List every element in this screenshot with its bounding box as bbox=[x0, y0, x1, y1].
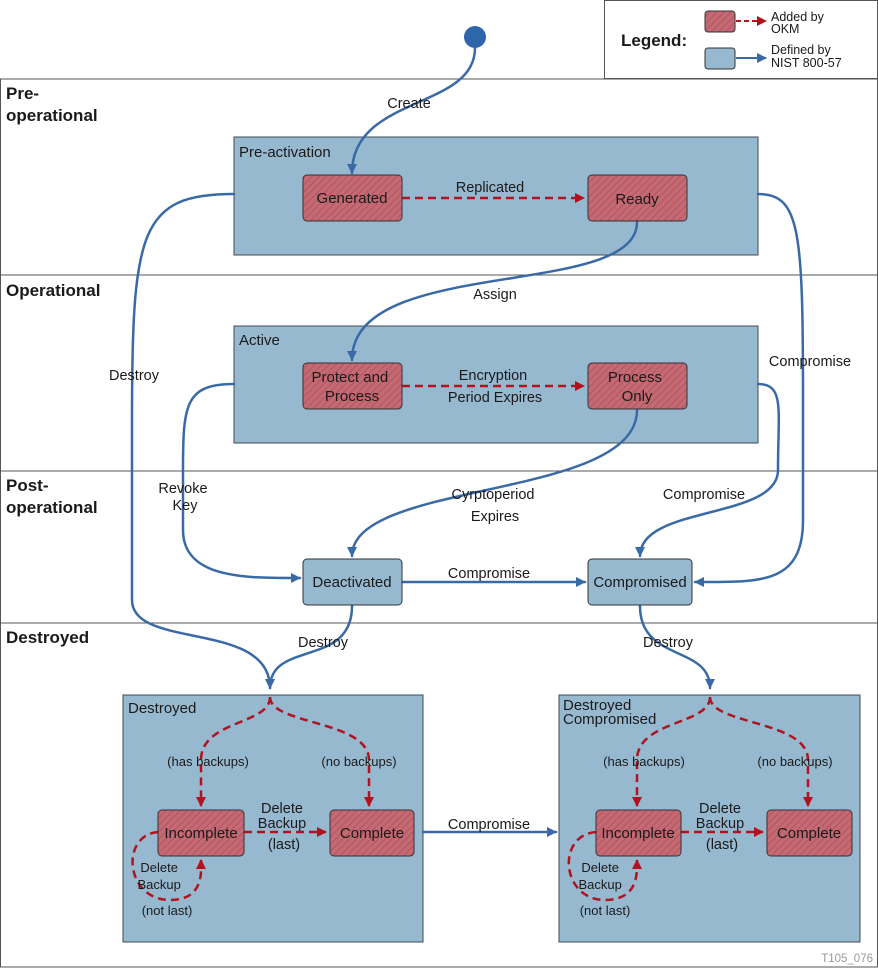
label-has-backups-2: (has backups) bbox=[603, 754, 685, 769]
complete-1-box bbox=[329, 809, 415, 857]
edge-destroy-preactivation bbox=[130, 192, 275, 690]
label-delete-backup-last-1: Delete Backup (last) bbox=[258, 801, 310, 853]
edge-no-backups-2 bbox=[708, 696, 813, 807]
state-generated: Generated bbox=[302, 174, 403, 222]
protect-process-label: Protect and Process bbox=[312, 369, 393, 405]
edge-has-backups-2 bbox=[632, 696, 712, 807]
label-destroy-compromised: Destroy bbox=[643, 635, 694, 651]
label-replicated: Replicated bbox=[456, 180, 525, 196]
destroyed-compromised-label: Destroyed Compromised bbox=[563, 697, 656, 728]
incomplete-1-label: Incomplete bbox=[164, 825, 237, 842]
complete-2-label: Complete bbox=[777, 825, 841, 842]
lane-label-destroyed: Destroyed bbox=[6, 628, 89, 647]
edge-destroy-compromised bbox=[638, 604, 715, 690]
label-no-backups-1: (no backups) bbox=[321, 754, 396, 769]
label-delete-backup-last-2: Delete Backup (last) bbox=[696, 801, 748, 853]
edge-compromise-preactivation bbox=[693, 192, 805, 588]
state-complete-1: Complete bbox=[329, 809, 415, 857]
protect-process-box bbox=[302, 362, 403, 410]
label-compromise-right: Compromise bbox=[769, 354, 851, 370]
label-encryption-period-expires: Encryption Period Expires bbox=[448, 368, 542, 406]
label-revoke-key: Revoke Key bbox=[158, 481, 211, 514]
state-process-only: Process Only bbox=[587, 362, 688, 410]
label-compromise-active: Compromise bbox=[663, 487, 745, 503]
generated-label: Generated bbox=[317, 190, 388, 207]
legend-okm-text: Added by OKM bbox=[771, 10, 827, 36]
deactivated-box bbox=[302, 558, 403, 606]
lane-label-operational: Operational bbox=[6, 281, 100, 300]
edge-revoke-key bbox=[181, 382, 302, 584]
ready-box bbox=[587, 174, 688, 222]
ready-label: Ready bbox=[615, 191, 659, 208]
state-ready: Ready bbox=[587, 174, 688, 222]
incomplete-2-box bbox=[595, 809, 682, 857]
label-compromise-destroyed: Compromise bbox=[448, 817, 530, 833]
lane-label-pre-operational: Pre- operational bbox=[6, 84, 98, 125]
label-has-backups-1: (has backups) bbox=[167, 754, 249, 769]
edge-compromise-active bbox=[635, 382, 781, 558]
edge-create bbox=[347, 46, 477, 175]
legend-box bbox=[604, 0, 878, 79]
label-assign: Assign bbox=[473, 287, 517, 303]
edge-no-backups-1 bbox=[268, 696, 374, 807]
lane-label-post-operational: Post- operational bbox=[6, 476, 98, 517]
edge-has-backups-1 bbox=[196, 696, 272, 807]
destroyed-container-label: Destroyed bbox=[128, 700, 196, 717]
label-destroy-deactivated: Destroy bbox=[298, 635, 349, 651]
state-deactivated: Deactivated bbox=[302, 558, 403, 606]
legend-nist-text: Defined by NIST 800-57 bbox=[771, 43, 842, 70]
complete-1-label: Complete bbox=[340, 825, 404, 842]
generated-box bbox=[302, 174, 403, 222]
label-compromise-deactivated: Compromise bbox=[448, 566, 530, 582]
label-delete-backup-notlast-1: Delete Backup (not last) bbox=[138, 860, 193, 918]
edge-cryptoperiod-expires bbox=[347, 408, 639, 558]
legend-okm-swatch bbox=[704, 10, 736, 33]
state-complete-2: Complete bbox=[766, 809, 853, 857]
edge-delete-backup-notlast-2 bbox=[567, 830, 643, 902]
state-compromised: Compromised bbox=[587, 558, 693, 606]
legend: Legend: Added by OKM Defined by NIST 800… bbox=[604, 0, 878, 79]
legend-nist-swatch bbox=[704, 47, 736, 70]
compromised-box bbox=[587, 558, 693, 606]
legend-title: Legend: bbox=[621, 31, 687, 50]
label-destroy-left: Destroy bbox=[109, 368, 160, 384]
process-only-box bbox=[587, 362, 688, 410]
label-create: Create bbox=[387, 96, 431, 112]
deactivated-label: Deactivated bbox=[312, 574, 391, 591]
incomplete-2-label: Incomplete bbox=[601, 825, 674, 842]
start-node bbox=[464, 26, 486, 48]
edge-delete-backup-notlast-1 bbox=[131, 830, 207, 902]
compromised-label: Compromised bbox=[593, 574, 686, 591]
label-cryptoperiod-expires: Cyrptoperiod Expires bbox=[451, 487, 538, 525]
active-label: Active bbox=[239, 332, 280, 349]
state-incomplete-1: Incomplete bbox=[157, 809, 245, 857]
figure-id: T105_076 bbox=[821, 953, 873, 965]
pre-activation-label: Pre-activation bbox=[239, 144, 331, 161]
incomplete-1-box bbox=[157, 809, 245, 857]
edge-assign bbox=[347, 220, 639, 362]
edge-destroy-deactivated bbox=[265, 604, 354, 690]
complete-2-box bbox=[766, 809, 853, 857]
state-incomplete-2: Incomplete bbox=[595, 809, 682, 857]
label-no-backups-2: (no backups) bbox=[757, 754, 832, 769]
label-delete-backup-notlast-2: Delete Backup (not last) bbox=[579, 860, 631, 918]
state-protect-and-process: Protect and Process bbox=[302, 362, 403, 410]
process-only-label: Process Only bbox=[608, 369, 666, 405]
